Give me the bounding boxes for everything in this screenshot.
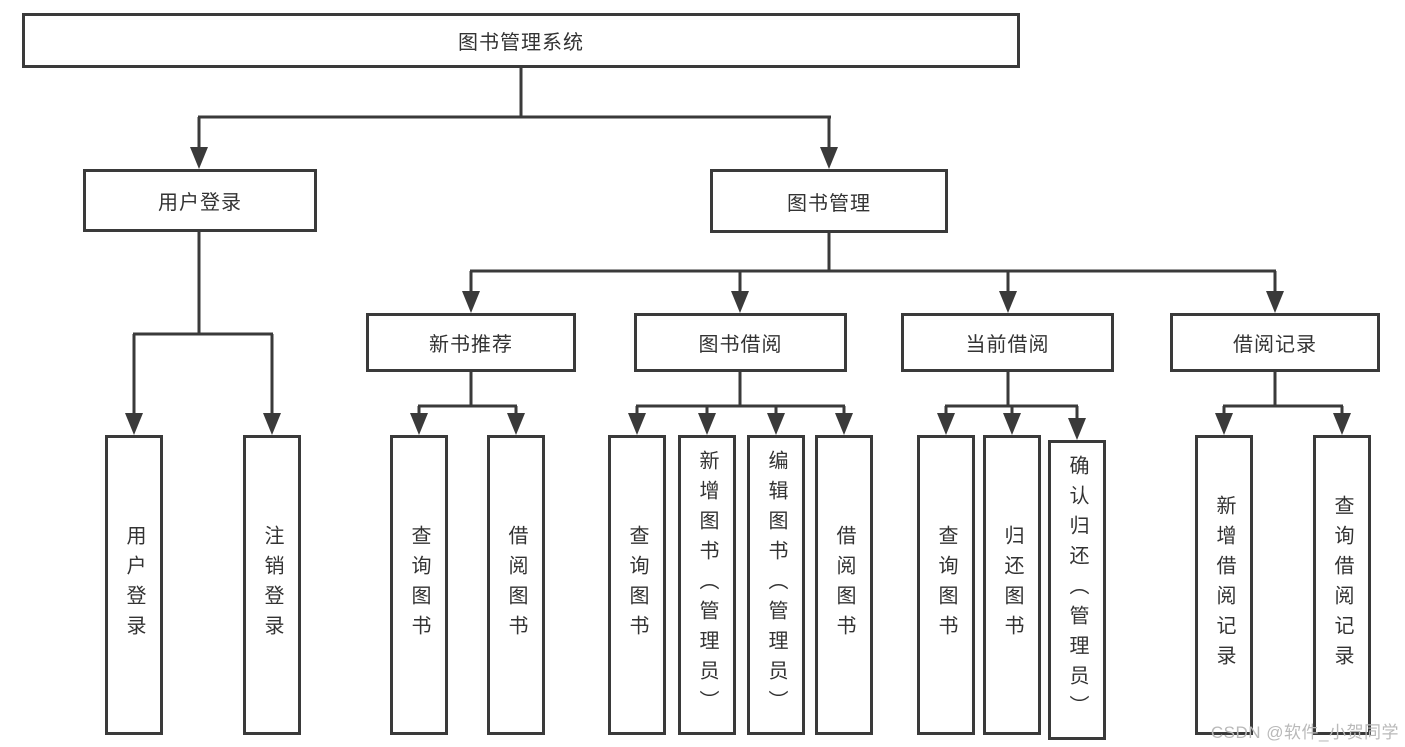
leaf-add-book-admin: 新增图书（管理员） bbox=[678, 435, 736, 735]
leaf-query-books-current: 查询图书 bbox=[917, 435, 975, 735]
leaf-user-login: 用户登录 bbox=[105, 435, 163, 735]
leaf-edit-book-admin-label: 编辑图书（管理员） bbox=[765, 450, 787, 720]
leaf-query-books-borrow: 查询图书 bbox=[608, 435, 666, 735]
leaf-borrow-books-label: 借阅图书 bbox=[833, 525, 855, 645]
leaf-query-borrow-record-label: 查询借阅记录 bbox=[1331, 495, 1353, 675]
leaf-borrow-books-recommend: 借阅图书 bbox=[487, 435, 545, 735]
node-root-label: 图书管理系统 bbox=[458, 32, 584, 54]
node-current-borrow-label: 当前借阅 bbox=[965, 334, 1050, 356]
leaf-query-borrow-record: 查询借阅记录 bbox=[1313, 435, 1371, 735]
node-current-borrow: 当前借阅 bbox=[901, 313, 1114, 372]
leaf-query-books-borrow-label: 查询图书 bbox=[626, 525, 648, 645]
node-book-management: 图书管理 bbox=[710, 169, 948, 233]
node-user-login-label: 用户登录 bbox=[158, 192, 242, 214]
node-borrow-records-label: 借阅记录 bbox=[1233, 334, 1317, 356]
leaf-query-books-recommend: 查询图书 bbox=[390, 435, 448, 735]
node-book-borrow-label: 图书借阅 bbox=[698, 334, 783, 356]
leaf-return-books: 归还图书 bbox=[983, 435, 1041, 735]
leaf-add-borrow-record-label: 新增借阅记录 bbox=[1213, 495, 1235, 675]
node-new-book-recommend: 新书推荐 bbox=[366, 313, 576, 372]
leaf-borrow-books: 借阅图书 bbox=[815, 435, 873, 735]
leaf-edit-book-admin: 编辑图书（管理员） bbox=[747, 435, 805, 735]
watermark: CSDN @软件_小贺同学 bbox=[1210, 723, 1399, 742]
node-book-borrow: 图书借阅 bbox=[634, 313, 847, 372]
leaf-confirm-return-admin-label: 确认归还（管理员） bbox=[1066, 455, 1088, 725]
leaf-logout: 注销登录 bbox=[243, 435, 301, 735]
leaf-query-books-current-label: 查询图书 bbox=[935, 525, 957, 645]
leaf-query-books-recommend-label: 查询图书 bbox=[408, 525, 430, 645]
leaf-user-login-label: 用户登录 bbox=[123, 525, 145, 645]
node-book-management-label: 图书管理 bbox=[787, 192, 871, 215]
node-borrow-records: 借阅记录 bbox=[1170, 313, 1380, 372]
node-root: 图书管理系统 bbox=[22, 13, 1020, 68]
leaf-logout-label: 注销登录 bbox=[261, 525, 283, 645]
leaf-borrow-books-recommend-label: 借阅图书 bbox=[505, 525, 527, 645]
node-user-login: 用户登录 bbox=[83, 169, 317, 232]
leaf-add-book-admin-label: 新增图书（管理员） bbox=[696, 450, 718, 720]
leaf-return-books-label: 归还图书 bbox=[1001, 525, 1023, 645]
leaf-add-borrow-record: 新增借阅记录 bbox=[1195, 435, 1253, 735]
leaf-confirm-return-admin: 确认归还（管理员） bbox=[1048, 440, 1106, 740]
node-new-book-recommend-label: 新书推荐 bbox=[429, 334, 513, 356]
